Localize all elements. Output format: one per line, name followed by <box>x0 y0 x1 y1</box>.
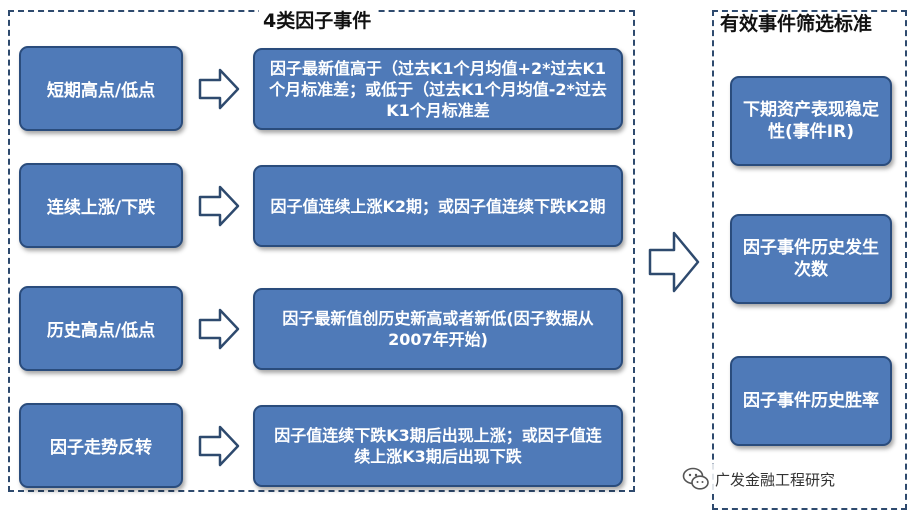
criteria-label: 下期资产表现稳定性(事件IR) <box>743 100 879 142</box>
category-box-historical: 历史高点/低点 <box>19 286 183 371</box>
criteria-box-stability: 下期资产表现稳定性(事件IR) <box>730 76 892 166</box>
criteria-title: 有效事件筛选标准 <box>716 13 877 35</box>
category-label: 历史高点/低点 <box>46 321 156 341</box>
category-box-consecutive: 连续上涨/下跌 <box>19 163 183 248</box>
category-box-reversal: 因子走势反转 <box>19 403 183 488</box>
description-box-reversal: 因子值连续下跌K3期后出现上涨；或因子值连续上涨K3期后出现下跌 <box>253 405 623 487</box>
description-box-short-term: 因子最新值高于（过去K1个月均值+2*过去K1个月标准差；或低于（过去K1个月均… <box>253 48 623 130</box>
wechat-icon <box>682 467 709 490</box>
criteria-box-win-rate: 因子事件历史胜率 <box>730 356 892 446</box>
criteria-label: 因子事件历史胜率 <box>743 391 879 411</box>
criteria-label: 因子事件历史发生次数 <box>743 238 879 280</box>
description-text: 因子最新值创历史新高或者新低(因子数据从2007年开始) <box>282 309 594 349</box>
watermark: 广发金融工程研究 <box>678 464 840 494</box>
arrow-right-icon <box>648 231 700 293</box>
criteria-panel <box>712 10 907 510</box>
description-box-consecutive: 因子值连续上涨K2期；或因子值连续下跌K2期 <box>253 165 623 247</box>
watermark-text: 广发金融工程研究 <box>715 470 836 489</box>
arrow-right-icon <box>198 185 240 227</box>
description-text: 因子最新值高于（过去K1个月均值+2*过去K1个月标准差；或低于（过去K1个月均… <box>269 58 607 120</box>
category-label: 连续上涨/下跌 <box>46 198 156 218</box>
description-box-historical: 因子最新值创历史新高或者新低(因子数据从2007年开始) <box>253 288 623 370</box>
factor-events-title: 4类因子事件 <box>259 10 376 32</box>
category-label: 因子走势反转 <box>50 438 152 458</box>
description-text: 因子值连续上涨K2期；或因子值连续下跌K2期 <box>270 196 606 216</box>
arrow-right-icon <box>198 308 240 350</box>
category-box-short-term: 短期高点/低点 <box>19 46 183 131</box>
criteria-box-occurrences: 因子事件历史发生次数 <box>730 214 892 304</box>
arrow-right-icon <box>198 425 240 467</box>
category-label: 短期高点/低点 <box>46 81 156 101</box>
description-text: 因子值连续下跌K3期后出现上涨；或因子值连续上涨K3期后出现下跌 <box>274 426 602 466</box>
arrow-right-icon <box>198 68 240 110</box>
